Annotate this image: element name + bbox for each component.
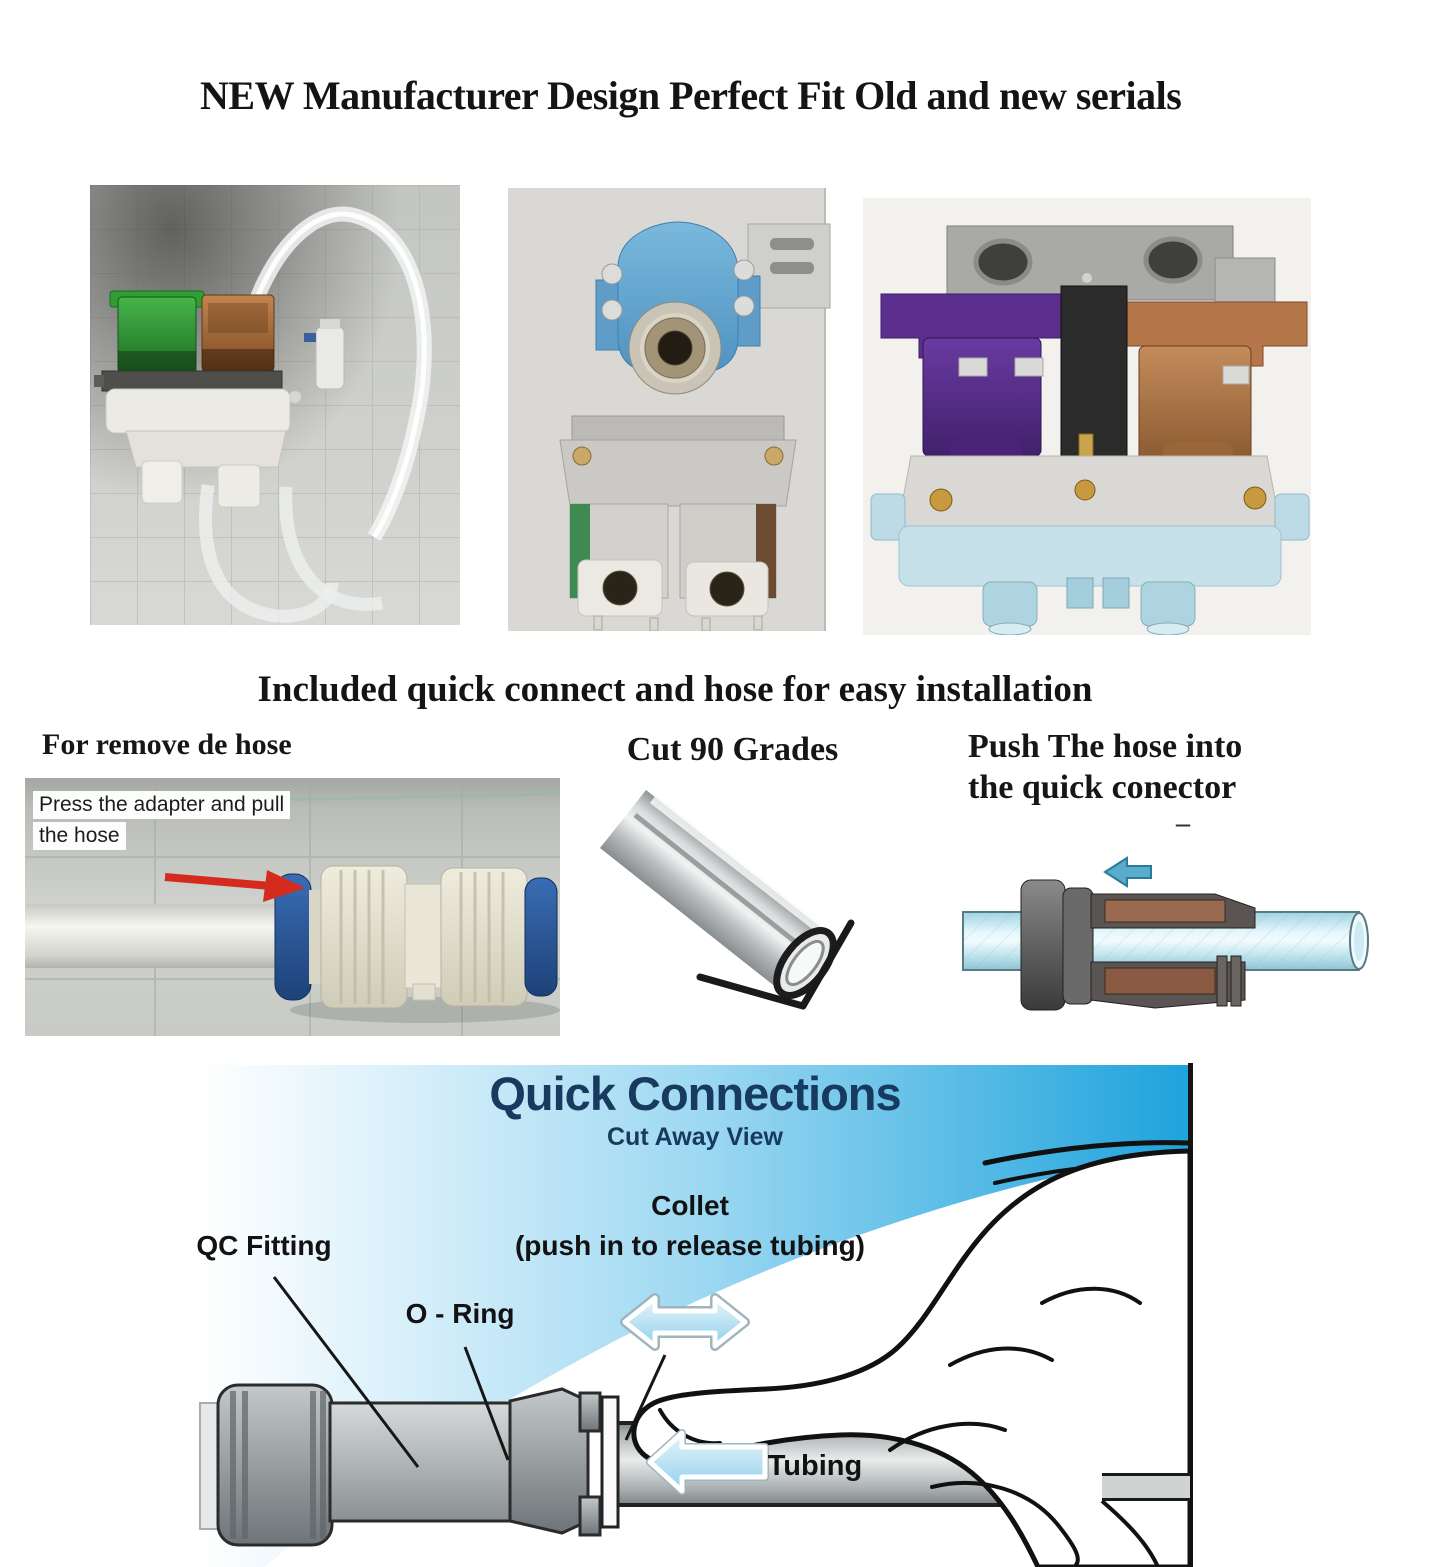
connector-cutaway [1020,879,1256,1011]
label-tubing: Tubing [768,1450,862,1482]
quick-connections-diagram: Quick Connections Cut Away View QC Fitti… [196,1063,1193,1567]
cut-90-heading: Cut 90 Grades [626,731,839,768]
valve-base [870,455,1310,635]
top-metal-plate [946,225,1276,305]
label-collet: Collet [651,1190,729,1221]
red-arrow-icon [164,870,305,902]
install-heading: Included quick connect and hose for easy… [257,669,1093,710]
leader-lines [272,1276,667,1468]
photo-remove-hose [25,778,560,1036]
angle-90-icon [696,919,855,1010]
tubing-arrow-icon [646,1429,769,1495]
label-collet-sub: (push in to release tubing) [515,1230,865,1261]
quick-connect-union [274,865,558,1009]
photo-valve-purple-copper [863,198,1311,635]
illustration-push-connector [962,856,1369,1011]
label-o-ring: O - Ring [406,1298,515,1329]
green-coil [109,290,205,374]
copper-coil [201,294,275,372]
valve-body [94,370,301,508]
coil-assembly [559,415,797,631]
purple-coil [880,293,1072,474]
diagram-subtitle: Cut Away View [607,1123,784,1151]
center-block [1060,285,1128,483]
side-fitting [304,319,345,390]
collet-double-arrow-icon [620,1293,750,1351]
page-title: NEW Manufacturer Design Perfect Fit Old … [200,73,1182,118]
label-qc-fitting: QC Fitting [196,1230,331,1261]
clear-tube-cut [600,790,837,999]
push-hose-heading-line1: Push The hose into [968,728,1243,765]
push-hose-heading-line2: the quick conector [968,769,1237,806]
dash-mark: – [1176,808,1190,839]
remove-overlay-line2: the hose [33,822,126,851]
diagram-title: Quick Connections [489,1067,900,1120]
remove-hose-heading: For remove de hose [42,728,292,761]
qc-fitting-graphic [199,1383,620,1547]
tube-sliver [1102,1475,1190,1499]
white-hose [25,904,287,968]
diagram-band [196,1065,1190,1567]
remove-overlay-line1: Press the adapter and pull [33,791,291,820]
photo-valve-hose-loop [90,185,460,625]
photo-cut-tube [595,785,920,1040]
push-arrow-icon [1103,856,1152,888]
clear-hose-loops [199,206,432,623]
brass-inlet [628,301,722,395]
remove-overlay-note: Press the adapter and pull the hose [33,791,291,853]
photo-valve-bracket [508,188,843,631]
push-hose-heading: Push The hose into the quick conector [968,726,1242,808]
